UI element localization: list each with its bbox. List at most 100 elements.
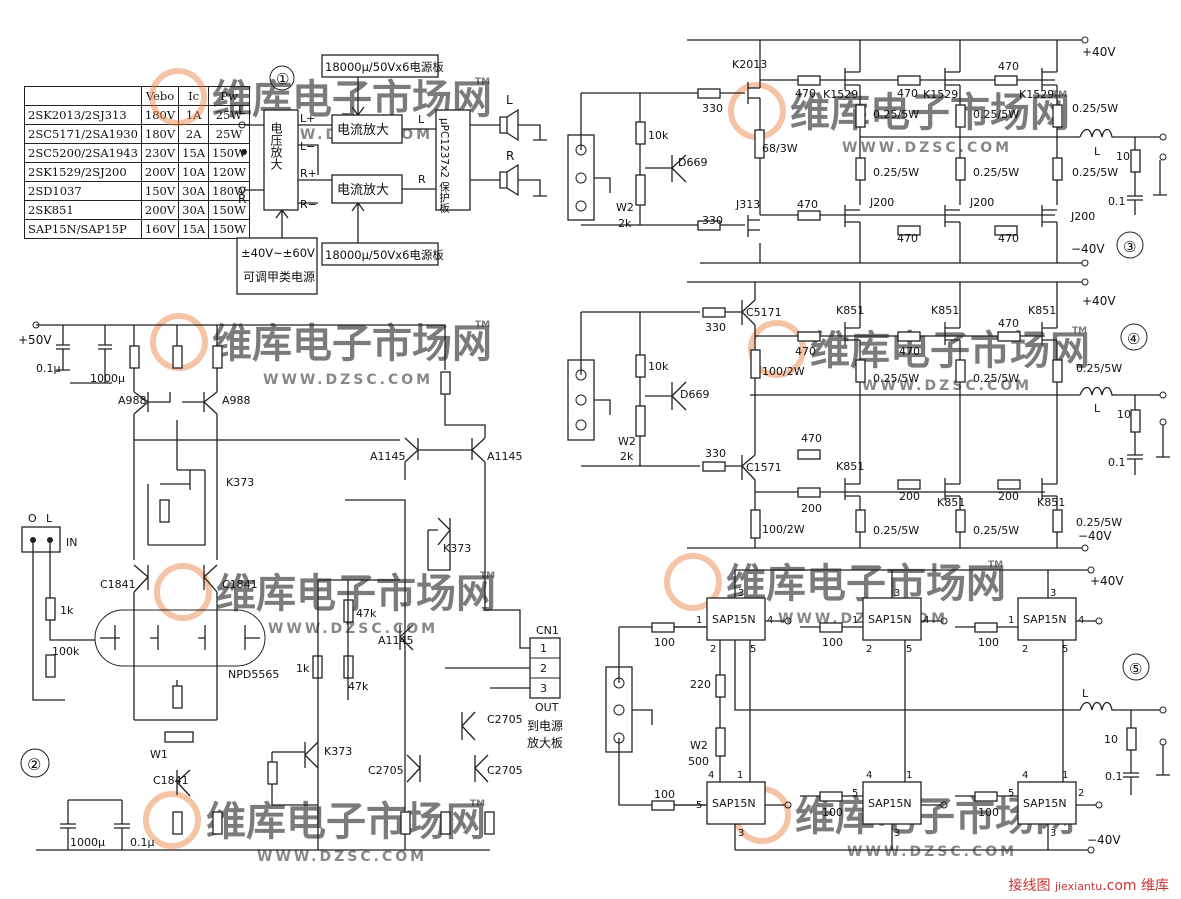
emitter-wires: [859, 127, 1058, 205]
input-pin-label: L: [46, 512, 53, 525]
table-cell: 150W: [208, 143, 250, 163]
rail-label: −40V: [1078, 529, 1112, 543]
output-mosfets-upper: [844, 40, 1058, 105]
transistor-label: K2013: [732, 58, 767, 71]
pin-number: 3: [894, 828, 900, 839]
cap-label: 0.1μ: [130, 836, 155, 849]
transistor-label: D669: [678, 156, 707, 169]
trimmer-label: W2: [690, 739, 708, 752]
table-cell: 2A: [178, 124, 210, 144]
sap15n-device: [862, 597, 922, 641]
pin-number: 3: [738, 828, 744, 839]
trimmer-label: W1: [150, 748, 168, 761]
output-coil: [1063, 701, 1160, 711]
speaker-label-l: L: [506, 93, 513, 107]
c2705-right: [474, 754, 489, 783]
resistor-label: 0.25/5W: [973, 524, 1019, 537]
watermark-site: WWW.DZSC.COM: [842, 140, 1012, 156]
current-amp-box-bottom: [331, 174, 403, 204]
driver-base-wires: [725, 311, 742, 467]
pin-number: 1: [852, 615, 858, 626]
circuit-4-number: ④: [1127, 330, 1140, 348]
input-wires: [580, 92, 687, 226]
current-amp-label-top: 电流放大: [337, 123, 389, 138]
k373-loop: [147, 470, 206, 546]
driver-wires: [345, 462, 486, 850]
transistor-label: K373: [443, 542, 471, 555]
transistor-label: K851: [937, 496, 965, 509]
resistor-label: 0.25/5W: [973, 372, 1019, 385]
watermark-brand: 维库电子市场网: [216, 571, 496, 617]
resistor-label: 330: [705, 447, 726, 460]
resistor-label: 100: [822, 806, 843, 819]
watermark-site: WWW.DZSC.COM: [268, 621, 438, 637]
input-connector: [567, 359, 595, 441]
current-amp-box-top: [331, 114, 403, 144]
block-diagram-number: ①: [276, 70, 289, 88]
sap15n-device: [1017, 597, 1077, 641]
cap-label: 0.1: [1105, 770, 1123, 783]
rails: [735, 569, 1088, 851]
resistor-label: 47k: [356, 607, 377, 620]
resistor-label: 470: [998, 60, 1019, 73]
pin-number: 1: [1062, 770, 1068, 781]
watermark-logo: 维库电子市场网 WWW.DZSC.COM TM: [143, 791, 486, 865]
protect-to-speaker-lines: [470, 124, 500, 181]
d669-transistor: [645, 154, 687, 183]
table-header-cell: Vebo: [140, 86, 180, 106]
rail-label: +40V: [1090, 574, 1124, 588]
filter-supply-box-bottom: [321, 242, 439, 266]
circuit-4: ④ +40V −40V 10k W2 2k D669 330 330 C5171…: [567, 278, 1170, 552]
resistor-label: 0.25/5W: [1072, 102, 1118, 115]
table-cell: 180V: [140, 105, 180, 125]
transistor-label: J200: [969, 196, 994, 209]
resistor-label: 0.25/5W: [973, 166, 1019, 179]
pin-number: 2: [1078, 788, 1084, 799]
transistor-label: C2705: [487, 713, 523, 726]
speaker-label-r: R: [506, 149, 514, 163]
table-cell: 180V: [140, 124, 180, 144]
voltage-amp-outputs: [298, 124, 332, 204]
device-label: SAP15N: [712, 613, 756, 626]
rail-label: −40V: [1071, 242, 1105, 256]
resistor-label: 470: [795, 87, 816, 100]
output-label: L+: [300, 112, 315, 125]
cap-label: 1000μ: [70, 836, 105, 849]
supply-rail: [36, 324, 446, 370]
k373-right: [427, 517, 451, 571]
input-label-r: R: [238, 192, 246, 206]
resistor-label: 100: [978, 636, 999, 649]
rail-label: +40V: [1082, 294, 1116, 308]
resistor-label: 100: [822, 636, 843, 649]
connector-wires: [445, 609, 530, 689]
npd5565-internals: [100, 625, 260, 650]
resistor-label: 1k: [296, 662, 310, 675]
watermark-site: WWW.DZSC.COM: [263, 372, 433, 388]
watermark-tm: TM: [988, 560, 1003, 570]
resistor-label: 0.25/5W: [1076, 516, 1122, 529]
pin-number: 5: [1008, 788, 1014, 799]
transistor-label: K1529: [823, 88, 858, 101]
device-label: SAP15N: [868, 797, 912, 810]
resistor-label: 470: [797, 198, 818, 211]
input-pin-label: O: [28, 512, 37, 525]
cap-0p1: [56, 325, 70, 371]
class-a-supply-label: 可调甲类电源: [243, 270, 315, 284]
transistor-label: A988: [222, 394, 251, 407]
zobel-network: [1127, 395, 1170, 475]
output-coil: [1079, 128, 1160, 138]
voltage-amp-label: 电压放大: [269, 122, 283, 170]
coil-label: L: [1094, 402, 1101, 415]
cap-label: 0.1: [1108, 195, 1126, 208]
resistor-label: 470: [899, 345, 920, 358]
top-resistor-wires: [133, 325, 218, 392]
watermark-site: WWW.DZSC.COM: [847, 844, 1017, 860]
class-a-arrow: [275, 208, 289, 238]
device-label: SAP15N: [712, 797, 756, 810]
table-cell: 150W: [208, 219, 250, 239]
cap-label: 0.1μ: [36, 362, 61, 375]
pin-number: 3: [894, 588, 900, 599]
table-cell: 1A: [178, 105, 210, 125]
